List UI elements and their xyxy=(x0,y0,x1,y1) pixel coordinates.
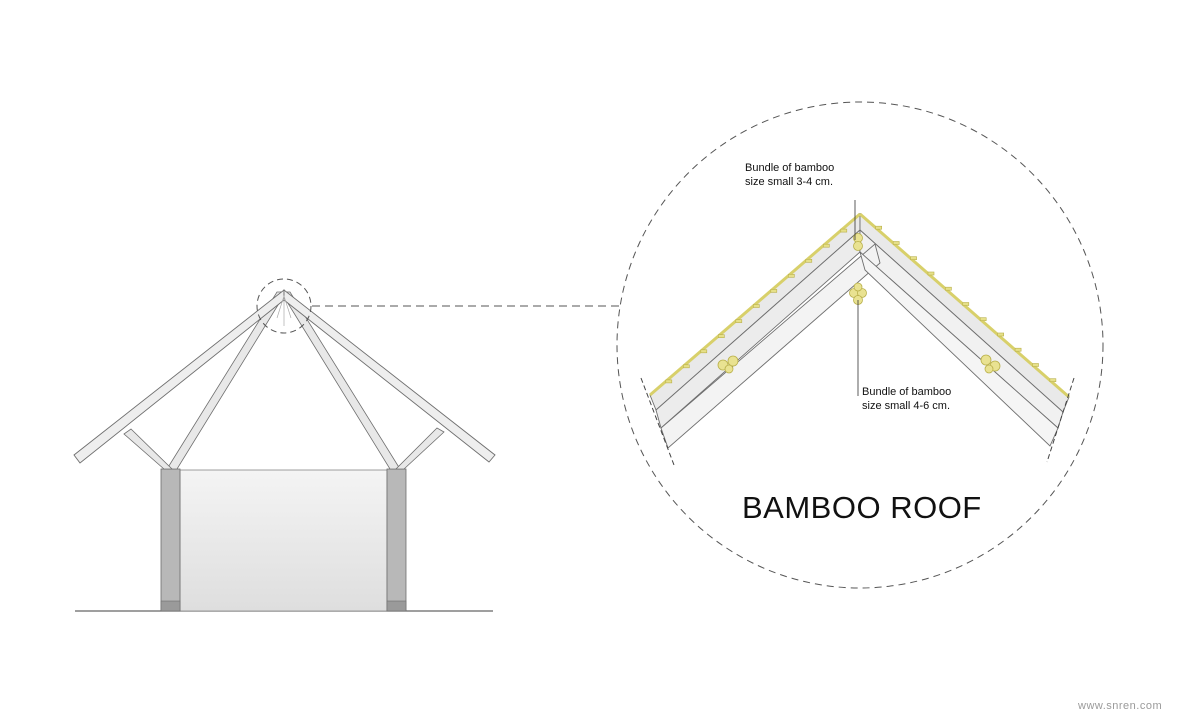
roof-layer-lower-left xyxy=(660,243,881,449)
roof-layer-middle-left xyxy=(655,229,861,429)
bamboo-piece xyxy=(984,364,994,374)
detail-circle xyxy=(616,101,1104,589)
bamboo-piece xyxy=(853,282,863,292)
bamboo-piece xyxy=(724,364,734,374)
wall-infill xyxy=(179,469,388,612)
strut-right xyxy=(280,291,401,470)
bamboo-batten xyxy=(875,225,883,230)
callout-top-label: Bundle of bamboo size small 3-4 cm. xyxy=(745,161,834,189)
bamboo-batten-ticks xyxy=(665,225,1057,384)
bamboo-batten xyxy=(805,258,813,263)
strut-left xyxy=(166,291,287,470)
bamboo-batten xyxy=(979,317,987,322)
brace-left xyxy=(123,428,173,470)
bamboo-batten xyxy=(910,256,917,261)
roof-detail xyxy=(616,101,1104,589)
bamboo-batten xyxy=(962,302,970,306)
callout-top-line2: size small 3-4 cm. xyxy=(745,176,834,188)
roof-layer-upper-right xyxy=(859,213,1070,413)
post-right xyxy=(386,468,407,612)
bamboo-bundle-right xyxy=(980,354,1001,374)
bamboo-batten xyxy=(770,289,778,293)
house-elevation xyxy=(73,278,496,612)
callout-bottom-line1: Bundle of bamboo xyxy=(862,386,952,398)
diagram-title: BAMBOO ROOF xyxy=(742,490,982,525)
rafter-right xyxy=(283,289,496,463)
bamboo-batten xyxy=(752,304,760,308)
bamboo-bundle-left xyxy=(717,355,739,374)
rafter-left xyxy=(73,289,285,464)
roof-layer-lower-right xyxy=(859,250,1059,447)
post-right-base xyxy=(386,600,407,612)
bamboo-batten xyxy=(682,364,690,369)
bamboo-batten xyxy=(945,286,952,291)
bamboo-batten xyxy=(1049,378,1057,383)
bamboo-batten xyxy=(1014,347,1022,352)
watermark: www.snren.com xyxy=(1078,700,1163,712)
bamboo-batten xyxy=(717,334,725,339)
bamboo-batten xyxy=(787,273,795,278)
bamboo-batten xyxy=(997,332,1005,337)
bamboo-batten xyxy=(735,319,743,323)
bamboo-batten xyxy=(822,243,830,248)
roof-layer-upper-left xyxy=(649,213,861,411)
callout-bottom-line2: size small 4-6 cm. xyxy=(862,400,951,412)
detail-marker-circle xyxy=(256,278,312,334)
bamboo-piece xyxy=(727,355,739,367)
callout-top-line1: Bundle of bamboo xyxy=(745,162,835,174)
bamboo-batten xyxy=(840,228,848,233)
bamboo-batten xyxy=(892,241,900,245)
callout-bottom-label: Bundle of bamboo size small 4-6 cm. xyxy=(862,385,951,413)
break-line-right xyxy=(1046,377,1075,463)
post-left xyxy=(160,468,181,612)
bamboo-batten xyxy=(665,379,673,384)
bamboo-bundle-apex xyxy=(853,233,863,251)
bamboo-batten xyxy=(1032,363,1039,367)
bamboo-batten xyxy=(927,271,935,276)
bamboo-piece xyxy=(980,354,992,366)
bamboo-batten xyxy=(700,349,708,354)
bamboo-piece xyxy=(853,241,863,251)
brace-right xyxy=(395,427,445,470)
post-left-base xyxy=(160,600,181,612)
